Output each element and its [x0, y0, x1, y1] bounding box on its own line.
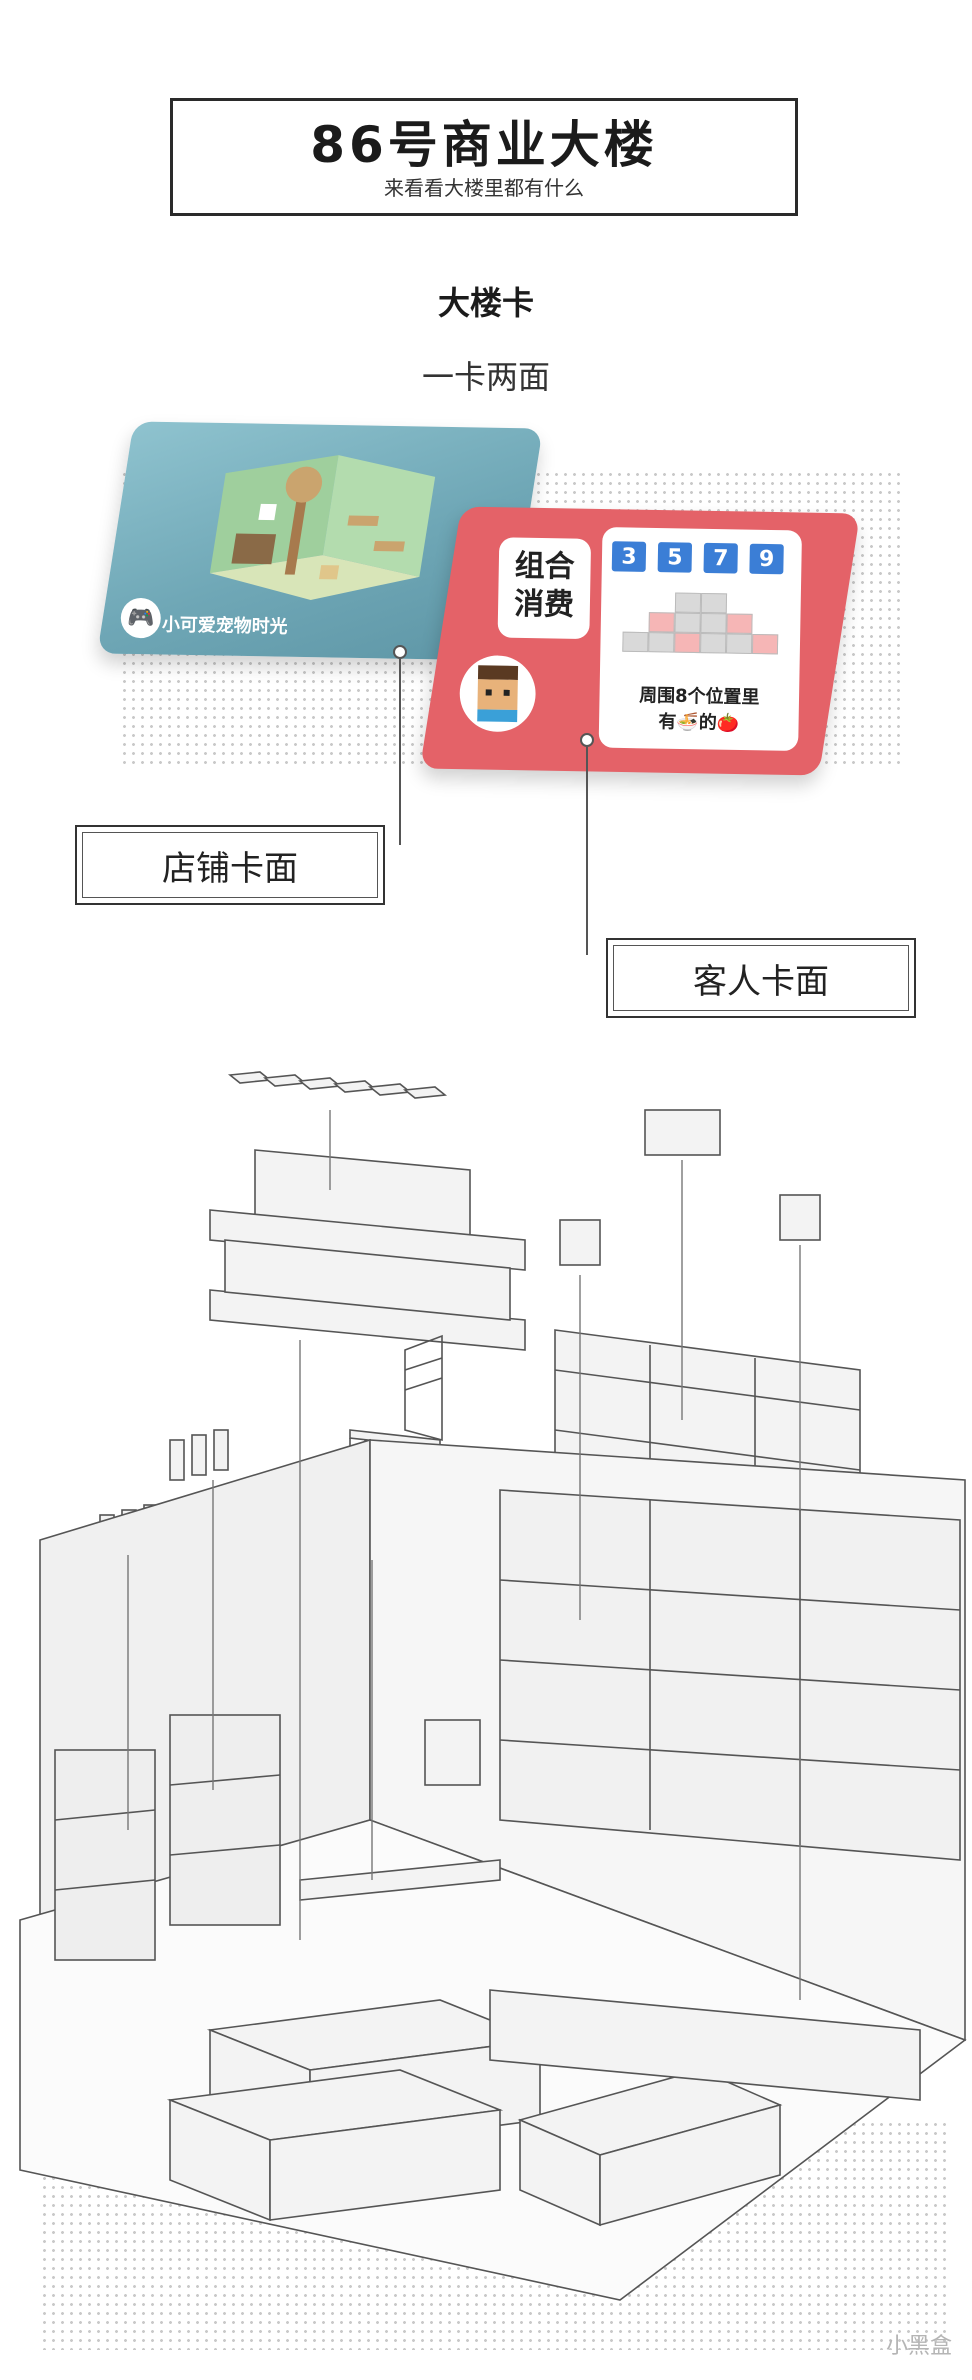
header-box: 86号商业大楼 来看看大楼里都有什么	[170, 98, 798, 216]
shop-card: 🎮 小可爱宠物时光	[97, 421, 543, 661]
gamepad-icon: 🎮	[120, 597, 162, 639]
store-exploded-illustration	[19, 1071, 967, 2301]
customer-avatar	[459, 654, 537, 733]
customer-card: 组合 消费 3 5 7 9 周围8个位置里 有🍜的🍅	[419, 506, 861, 776]
combo-badge: 组合 消费	[497, 537, 592, 640]
customer-side-label-text: 客人卡面	[613, 945, 909, 1011]
number-tile: 5	[657, 542, 693, 573]
number-tile: 7	[703, 542, 738, 574]
neighbor-grid	[603, 527, 802, 655]
shop-side-label-text: 店铺卡面	[82, 832, 378, 898]
pet-room-illustration	[209, 455, 436, 600]
customer-condition-panel: 3 5 7 9 周围8个位置里 有🍜的🍅	[598, 527, 803, 752]
page-subtitle: 来看看大楼里都有什么	[384, 176, 584, 200]
customer-connector-line	[586, 747, 588, 955]
customer-side-label: 客人卡面	[606, 938, 916, 1018]
condition-text: 周围8个位置里 有🍜的🍅	[638, 685, 760, 734]
pixel-face-icon	[477, 665, 519, 723]
watermark: 小黑盒	[885, 2334, 952, 2359]
number-tile: 9	[749, 543, 784, 575]
shop-side-label: 店铺卡面	[75, 825, 385, 905]
number-tile: 3	[611, 541, 647, 572]
shop-side-pin	[393, 645, 407, 659]
section-heading: 大楼卡	[437, 284, 534, 322]
shop-connector-line	[399, 659, 401, 845]
section-subheading: 一卡两面	[421, 358, 550, 396]
combo-badge-text: 组合 消费	[513, 548, 575, 623]
page-title: 86号商业大楼	[310, 116, 658, 174]
customer-side-pin	[580, 733, 594, 747]
shop-card-name: 小可爱宠物时光	[161, 614, 288, 638]
